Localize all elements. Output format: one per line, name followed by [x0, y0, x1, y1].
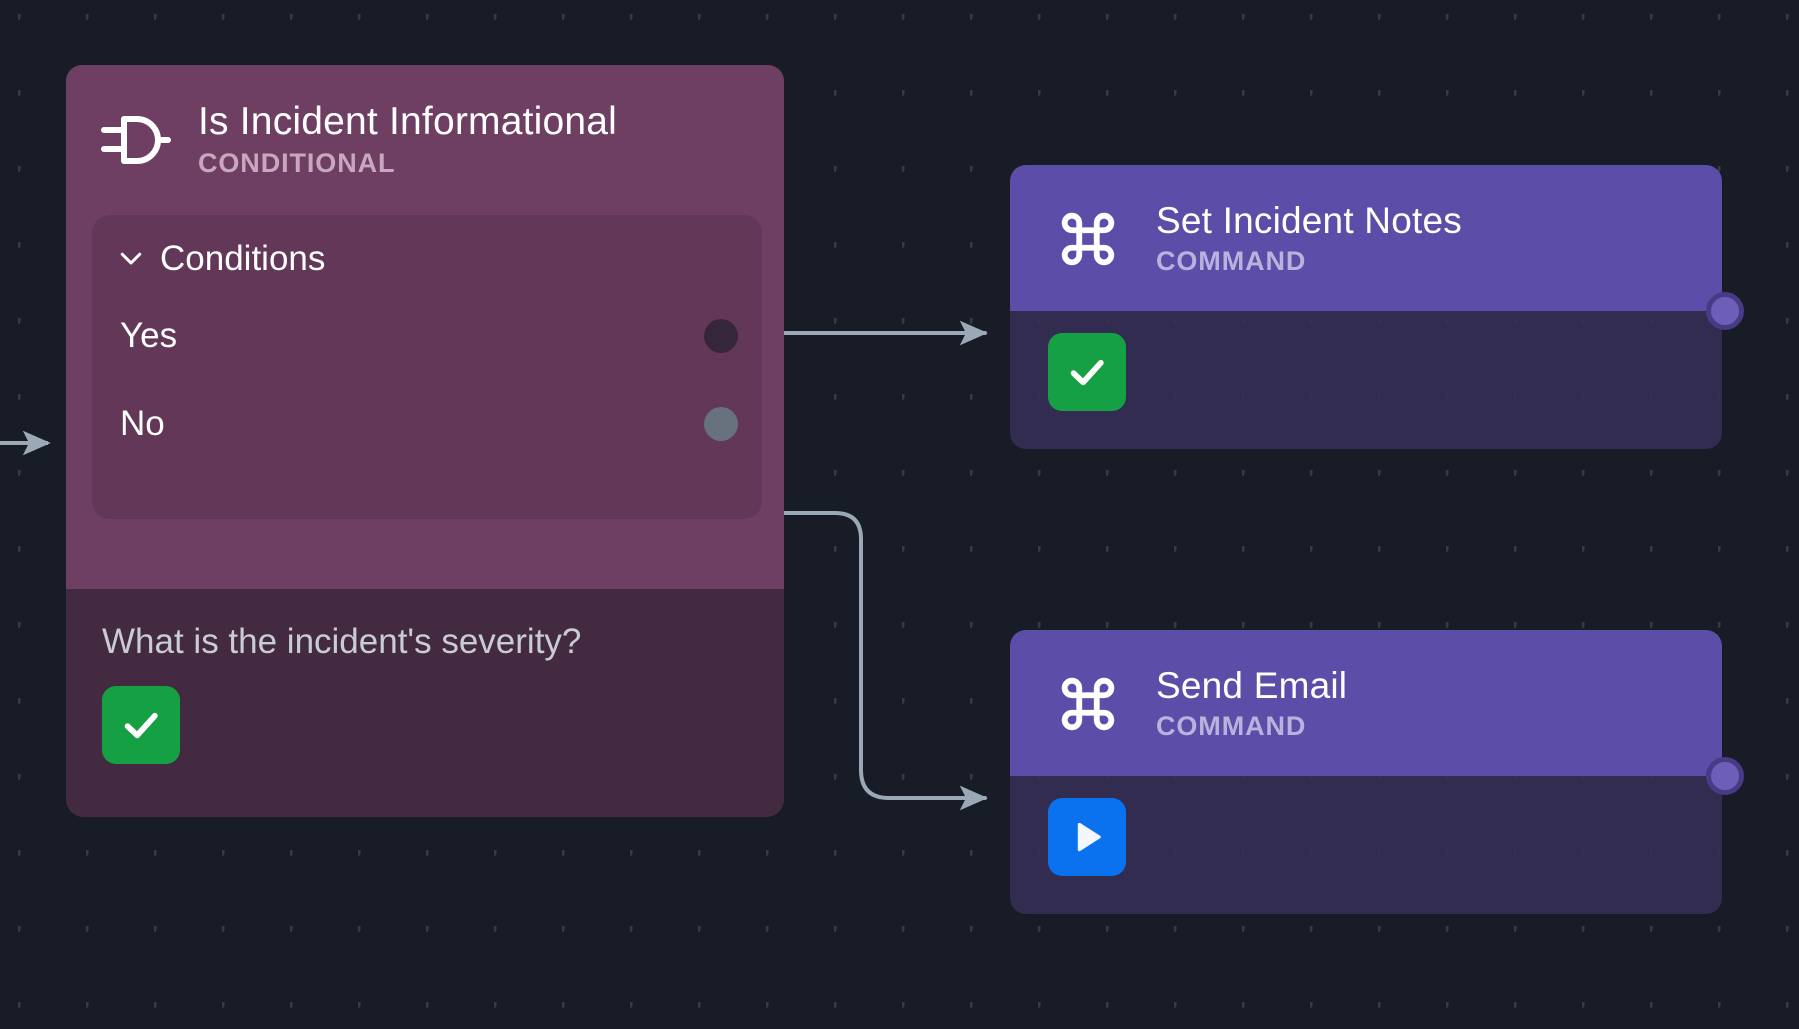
logic-gate-icon — [96, 102, 172, 178]
node-title-group: Is Incident Informational CONDITIONAL — [198, 100, 618, 179]
output-port-no[interactable] — [704, 406, 738, 441]
command-icon — [1050, 201, 1126, 277]
node-footer — [1010, 776, 1722, 914]
node-title: Is Incident Informational — [198, 100, 618, 143]
node-set-incident-notes[interactable]: Set Incident Notes COMMAND — [1010, 165, 1744, 449]
node-footer: What is the incident's severity? — [66, 589, 784, 817]
check-icon — [1070, 359, 1104, 386]
check-icon — [124, 712, 158, 738]
condition-row-no[interactable]: No — [92, 392, 762, 456]
conditions-label: Conditions — [160, 238, 326, 278]
command-icon — [1050, 666, 1126, 742]
node-is-incident-informational[interactable]: Is Incident Informational CONDITIONAL Co… — [66, 65, 784, 817]
status-badge-success[interactable] — [102, 685, 180, 764]
condition-label: No — [120, 404, 165, 444]
node-kind-label: COMMAND — [1156, 711, 1307, 742]
node-header: Set Incident Notes COMMAND — [1010, 165, 1744, 330]
node-header: Send Email COMMAND — [1010, 630, 1744, 795]
conditions-panel[interactable]: Conditions Yes No — [92, 214, 762, 519]
play-icon — [1077, 822, 1101, 852]
node-title: Send Email — [1156, 665, 1348, 707]
node-kind-label: COMMAND — [1156, 246, 1307, 277]
chevron-down-icon[interactable] — [116, 243, 146, 273]
output-port-yes[interactable] — [704, 318, 738, 353]
node-title-group: Send Email COMMAND — [1156, 666, 1347, 742]
node-title: Set Incident Notes — [1156, 200, 1462, 242]
output-port[interactable] — [1706, 757, 1744, 795]
node-kind-label: CONDITIONAL — [198, 148, 396, 179]
node-footer — [1010, 311, 1722, 449]
severity-question: What is the incident's severity? — [102, 622, 582, 661]
node-send-email[interactable]: Send Email COMMAND — [1010, 630, 1744, 914]
run-badge[interactable] — [1048, 798, 1126, 876]
node-title-group: Set Incident Notes COMMAND — [1156, 201, 1462, 277]
conditions-header[interactable]: Conditions — [92, 237, 762, 276]
node-header: Is Incident Informational CONDITIONAL — [66, 65, 784, 197]
condition-row-yes[interactable]: Yes — [92, 304, 762, 368]
condition-label: Yes — [120, 316, 178, 356]
status-badge-success[interactable] — [1048, 333, 1126, 411]
output-port[interactable] — [1706, 292, 1744, 330]
